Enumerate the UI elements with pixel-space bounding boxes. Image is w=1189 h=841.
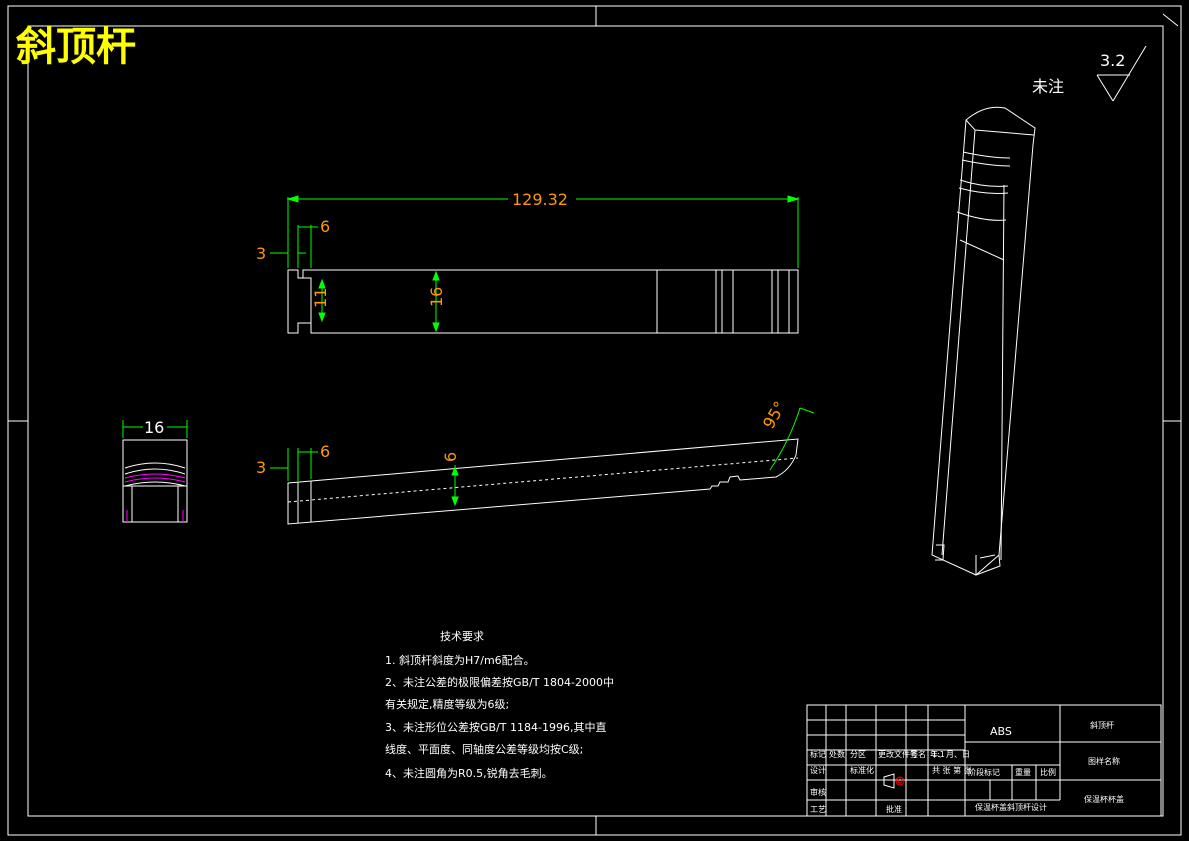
- title-block-label-zone: 分区: [850, 750, 866, 759]
- dim-overall-length: 129.32: [512, 190, 568, 209]
- dim-top-slot-offset: 3: [256, 244, 266, 263]
- title-block-part-name: 斜顶杆: [1090, 720, 1114, 730]
- orientation-mark: [1162, 13, 1179, 27]
- title-block-label-scale: 比例: [1040, 767, 1056, 777]
- inner-border: [27, 25, 1164, 817]
- title-block-label-weight: 重量: [1015, 767, 1031, 777]
- isometric-view: [931, 106, 1036, 576]
- title-block-label-approve: 批准: [886, 804, 902, 814]
- title-block-drawing-name: 图样名称: [1088, 756, 1120, 766]
- dim-top-slot-height: 11: [311, 288, 330, 308]
- tech-requirement-1: 1. 斜顶杆斜度为H7/m6配合。: [385, 653, 535, 667]
- tech-requirement-3b: 线度、平面度、同轴度公差等级均按C级;: [385, 742, 583, 756]
- roughness-symbol: [1096, 45, 1147, 102]
- tech-requirement-4: 4、未注圆角为R0.5,锐角去毛刺。: [385, 766, 553, 780]
- drawing-title: 斜顶杆: [16, 23, 136, 70]
- title-block-scale: 1:1: [932, 750, 945, 759]
- dim-end-width: 16: [144, 418, 164, 437]
- tech-requirement-2: 2、未注公差的极限偏差按GB/T 1804-2000中: [385, 675, 614, 689]
- title-block-material: ABS: [990, 725, 1012, 738]
- title-block-label-date: 年、月、日: [930, 749, 970, 759]
- dim-top-height: 16: [427, 287, 446, 307]
- outer-border: [7, 5, 1182, 836]
- title-block-sheet: 共 张 第 张: [932, 765, 972, 775]
- title-block-label-sign: 签名: [910, 749, 926, 759]
- tech-requirement-3: 3、未注形位公差按GB/T 1184-1996,其中直: [385, 720, 606, 734]
- title-block-label-count: 处数: [829, 749, 845, 759]
- dim-angle: 95°: [759, 398, 790, 432]
- tech-requirements-heading: 技术要求: [440, 630, 484, 643]
- title-block-label-stage: 阶段标记: [968, 767, 1000, 777]
- side-view-dimensions: [270, 407, 815, 507]
- title-block: [806, 704, 1162, 817]
- title-block-label-design: 设计: [810, 765, 826, 775]
- roughness-value: 3.2: [1100, 51, 1125, 70]
- roughness-note: 未注: [1032, 77, 1064, 96]
- dim-side-offset: 3: [256, 458, 266, 477]
- top-view-dimensions: [270, 195, 800, 333]
- title-block-label-process: 工艺: [810, 805, 826, 814]
- end-view: [122, 439, 188, 523]
- dim-top-slot-width: 6: [320, 217, 330, 236]
- top-view: [287, 269, 799, 334]
- title-block-company: 保温杯杯盖: [1084, 794, 1124, 804]
- end-view-dimension: [122, 420, 188, 438]
- title-block-label-change: 更改文件号: [878, 749, 918, 759]
- tech-requirement-2b: 有关规定,精度等级为6级;: [385, 697, 509, 711]
- title-block-bottom-note: 保温杯盖斜顶杆设计: [975, 802, 1047, 812]
- side-view: [287, 438, 799, 525]
- title-block-label-standard: 标准化: [850, 765, 874, 775]
- title-block-label-review: 审核: [810, 787, 826, 797]
- dim-side-thickness: 6: [441, 452, 460, 462]
- title-block-label-mark: 标记: [810, 749, 826, 759]
- dim-side-slot-width: 6: [320, 442, 330, 461]
